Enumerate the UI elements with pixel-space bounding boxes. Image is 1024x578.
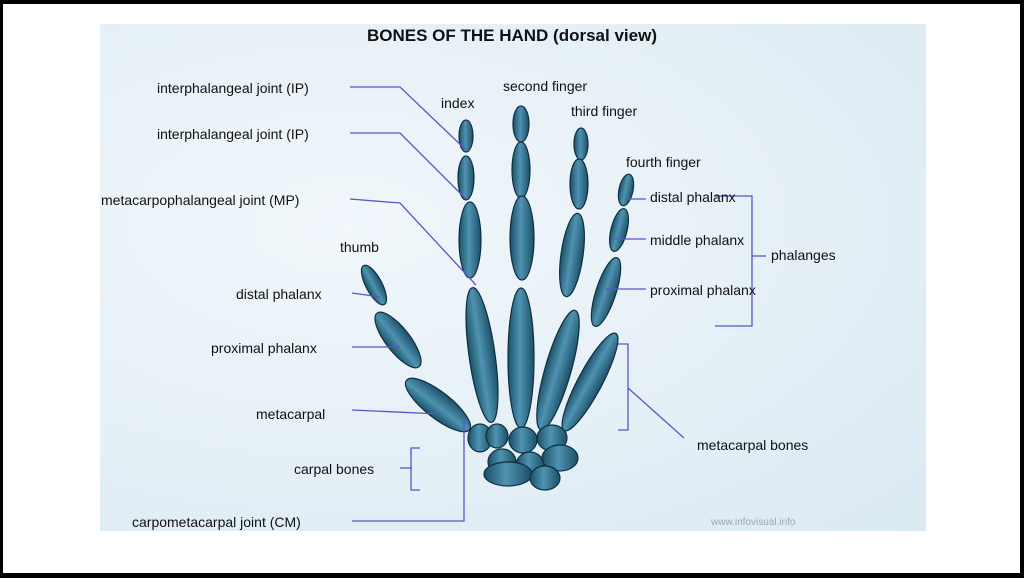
- label-distal-phalanx: distal phalanx: [650, 189, 736, 205]
- index-finger-bones: [457, 119, 499, 423]
- fourth-finger-bones: [561, 173, 635, 432]
- label-ip-joint-2: interphalangeal joint (IP): [157, 126, 309, 142]
- label-proximal-phalanx: proximal phalanx: [650, 282, 756, 298]
- third-finger-bones: [536, 127, 589, 431]
- thumb-bones: [360, 264, 472, 433]
- diagram-title: BONES OF THE HAND (dorsal view): [367, 26, 657, 45]
- label-thumb-distal-phalanx: distal phalanx: [236, 286, 322, 302]
- label-mp-joint: metacarpophalangeal joint (MP): [101, 192, 300, 208]
- label-thumb: thumb: [340, 239, 379, 255]
- leader-lines: [349, 86, 766, 522]
- label-fourth-finger: fourth finger: [626, 154, 701, 170]
- second-finger-bones: [507, 105, 535, 429]
- label-phalanges: phalanges: [771, 247, 836, 263]
- label-third-finger: third finger: [571, 103, 638, 119]
- label-middle-phalanx: middle phalanx: [650, 232, 745, 248]
- label-ip-joint-1: interphalangeal joint (IP): [157, 80, 309, 96]
- label-index: index: [441, 95, 475, 111]
- label-second-finger: second finger: [503, 78, 588, 94]
- label-metacarpal: metacarpal: [256, 406, 326, 422]
- label-metacarpal-bones: metacarpal bones: [697, 437, 809, 453]
- label-cm-joint: carpometacarpal joint (CM): [132, 514, 301, 530]
- label-thumb-proximal-phalanx: proximal phalanx: [211, 340, 317, 356]
- carpal-bones-cluster: [467, 423, 579, 491]
- label-carpal-bones: carpal bones: [294, 461, 375, 477]
- source-credit: www.infovisual.info: [711, 517, 796, 528]
